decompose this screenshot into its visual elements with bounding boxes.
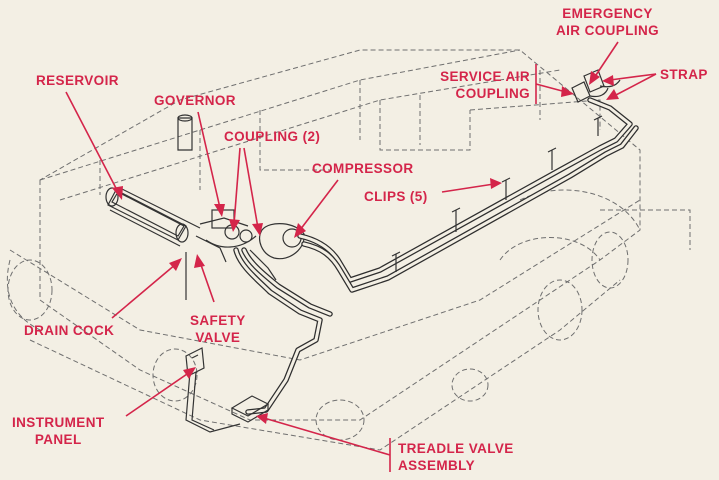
label-treadle-valve-assembly-line2: ASSEMBLY <box>398 458 475 473</box>
exhaust-stack <box>177 114 193 151</box>
label-treadle-valve-assembly: TREADLE VALVE ASSEMBLY <box>398 440 514 474</box>
label-instrument-panel: INSTRUMENT PANEL <box>12 414 105 448</box>
label-service-air-coupling: SERVICE AIR COUPLING <box>432 68 530 102</box>
label-governor: GOVERNOR <box>154 93 236 108</box>
label-compressor: COMPRESSOR <box>312 161 414 176</box>
air-line-treadle <box>185 247 333 433</box>
label-instrument-panel-line1: INSTRUMENT <box>12 415 105 430</box>
rear-air-couplings <box>571 69 621 103</box>
label-emergency-air-coupling-line2: AIR COUPLING <box>556 23 660 38</box>
label-safety-valve-line2: VALVE <box>195 330 241 345</box>
label-leaders <box>65 41 657 472</box>
reservoir-tank <box>105 187 201 300</box>
vehicle-hull-outline <box>9 49 691 421</box>
air-line-main <box>297 97 639 293</box>
track-outline <box>6 189 641 451</box>
label-coupling: COUPLING (2) <box>224 129 321 144</box>
label-treadle-valve-assembly-line1: TREADLE VALVE <box>398 441 514 456</box>
label-service-air-coupling-line1: SERVICE AIR <box>440 69 530 84</box>
label-drain-cock: DRAIN COCK <box>24 323 115 338</box>
label-strap: STRAP <box>660 67 708 82</box>
label-safety-valve-line1: SAFETY <box>190 313 246 328</box>
label-reservoir: RESERVOIR <box>36 73 119 88</box>
compressor-unit <box>249 223 305 281</box>
label-clips: CLIPS (5) <box>364 189 428 204</box>
treadle-valve-pedal <box>230 395 270 423</box>
pipe-clips <box>391 115 603 272</box>
label-emergency-air-coupling: EMERGENCY AIR COUPLING <box>556 5 659 39</box>
label-service-air-coupling-line2: COUPLING <box>455 86 530 101</box>
label-instrument-panel-line2: PANEL <box>34 432 82 447</box>
label-emergency-air-coupling-line1: EMERGENCY <box>562 6 653 21</box>
label-safety-valve: SAFETY VALVE <box>190 312 246 346</box>
